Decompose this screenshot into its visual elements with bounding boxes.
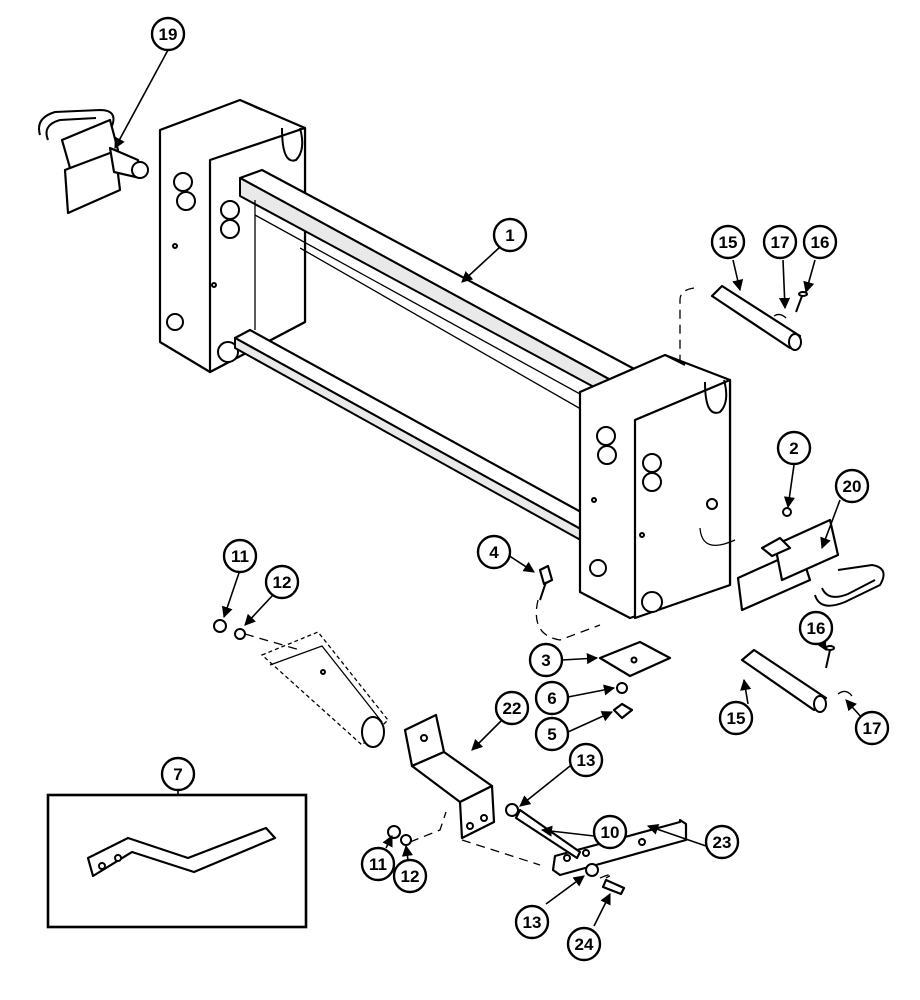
- callout-1: 1: [492, 217, 528, 253]
- callout-label-17-upper: 17: [771, 233, 790, 252]
- callout-22: 22: [494, 690, 530, 726]
- callout-17-lower: 17: [854, 710, 890, 746]
- callout-label-12-lower: 12: [401, 867, 420, 886]
- callout-10: 10: [592, 814, 628, 850]
- callout-2: 2: [776, 430, 812, 466]
- callout-label-19: 19: [159, 25, 178, 44]
- bracket-22: [403, 713, 496, 840]
- callout-12-lower: 12: [392, 858, 428, 894]
- callout-24: 24: [566, 926, 602, 962]
- callout-label-4: 4: [489, 543, 499, 562]
- callout-20: 20: [834, 468, 870, 504]
- callout-label-15-upper: 15: [719, 233, 738, 252]
- callout-label-7: 7: [173, 765, 182, 784]
- callout-label-16-lower: 16: [807, 619, 826, 638]
- callout-4: 4: [476, 534, 512, 570]
- callout-label-6: 6: [547, 689, 556, 708]
- callout-7: 7: [160, 756, 196, 792]
- callout-6: 6: [534, 680, 570, 716]
- callout-11-lower: 11: [360, 846, 396, 882]
- assembly-dashed-lines: [244, 287, 695, 879]
- callout-15-lower: 15: [718, 700, 754, 736]
- callout-label-15-lower: 15: [727, 709, 746, 728]
- callout-19: 19: [150, 16, 186, 52]
- callout-5: 5: [534, 716, 570, 752]
- pin-assembly-left: [38, 108, 149, 215]
- callout-label-1: 1: [505, 226, 514, 245]
- callout-label-17-lower: 17: [863, 719, 882, 738]
- callout-13-upper: 13: [568, 742, 604, 778]
- callout-label-3: 3: [541, 651, 550, 670]
- callout-label-11-lower: 11: [369, 855, 387, 874]
- callout-label-10: 10: [601, 823, 620, 842]
- pin-upper: [710, 284, 808, 351]
- callout-label-22: 22: [503, 699, 522, 718]
- callout-16-upper: 16: [802, 224, 838, 260]
- callout-17-upper: 17: [762, 224, 798, 260]
- callout-label-11-upper: 11: [231, 547, 249, 566]
- callout-label-12-upper: 12: [273, 573, 292, 592]
- callout-label-16-upper: 16: [811, 233, 830, 252]
- callout-label-13-lower: 13: [523, 913, 542, 932]
- callout-11-upper: 11: [222, 538, 258, 574]
- callout-label-20: 20: [843, 477, 862, 496]
- callout-label-5: 5: [547, 725, 556, 744]
- callout-23: 23: [704, 824, 740, 860]
- mounting-frame: [158, 98, 736, 620]
- callout-label-13-upper: 13: [577, 751, 596, 770]
- leader-lines: [114, 49, 863, 927]
- callout-label-23: 23: [713, 833, 732, 852]
- ghost-link: [260, 631, 389, 748]
- callout-label-24: 24: [575, 935, 594, 954]
- callout-12-upper: 12: [264, 564, 300, 600]
- inset-box: [46, 793, 308, 929]
- callout-16-lower: 16: [798, 610, 834, 646]
- callout-15-upper: 15: [710, 224, 746, 260]
- plate-3: [538, 564, 672, 720]
- callout-13-lower: 13: [514, 904, 550, 940]
- callout-3: 3: [528, 642, 564, 678]
- pin-assembly-right: [736, 507, 885, 612]
- callout-label-2: 2: [789, 439, 798, 458]
- pin-lower: [740, 645, 853, 713]
